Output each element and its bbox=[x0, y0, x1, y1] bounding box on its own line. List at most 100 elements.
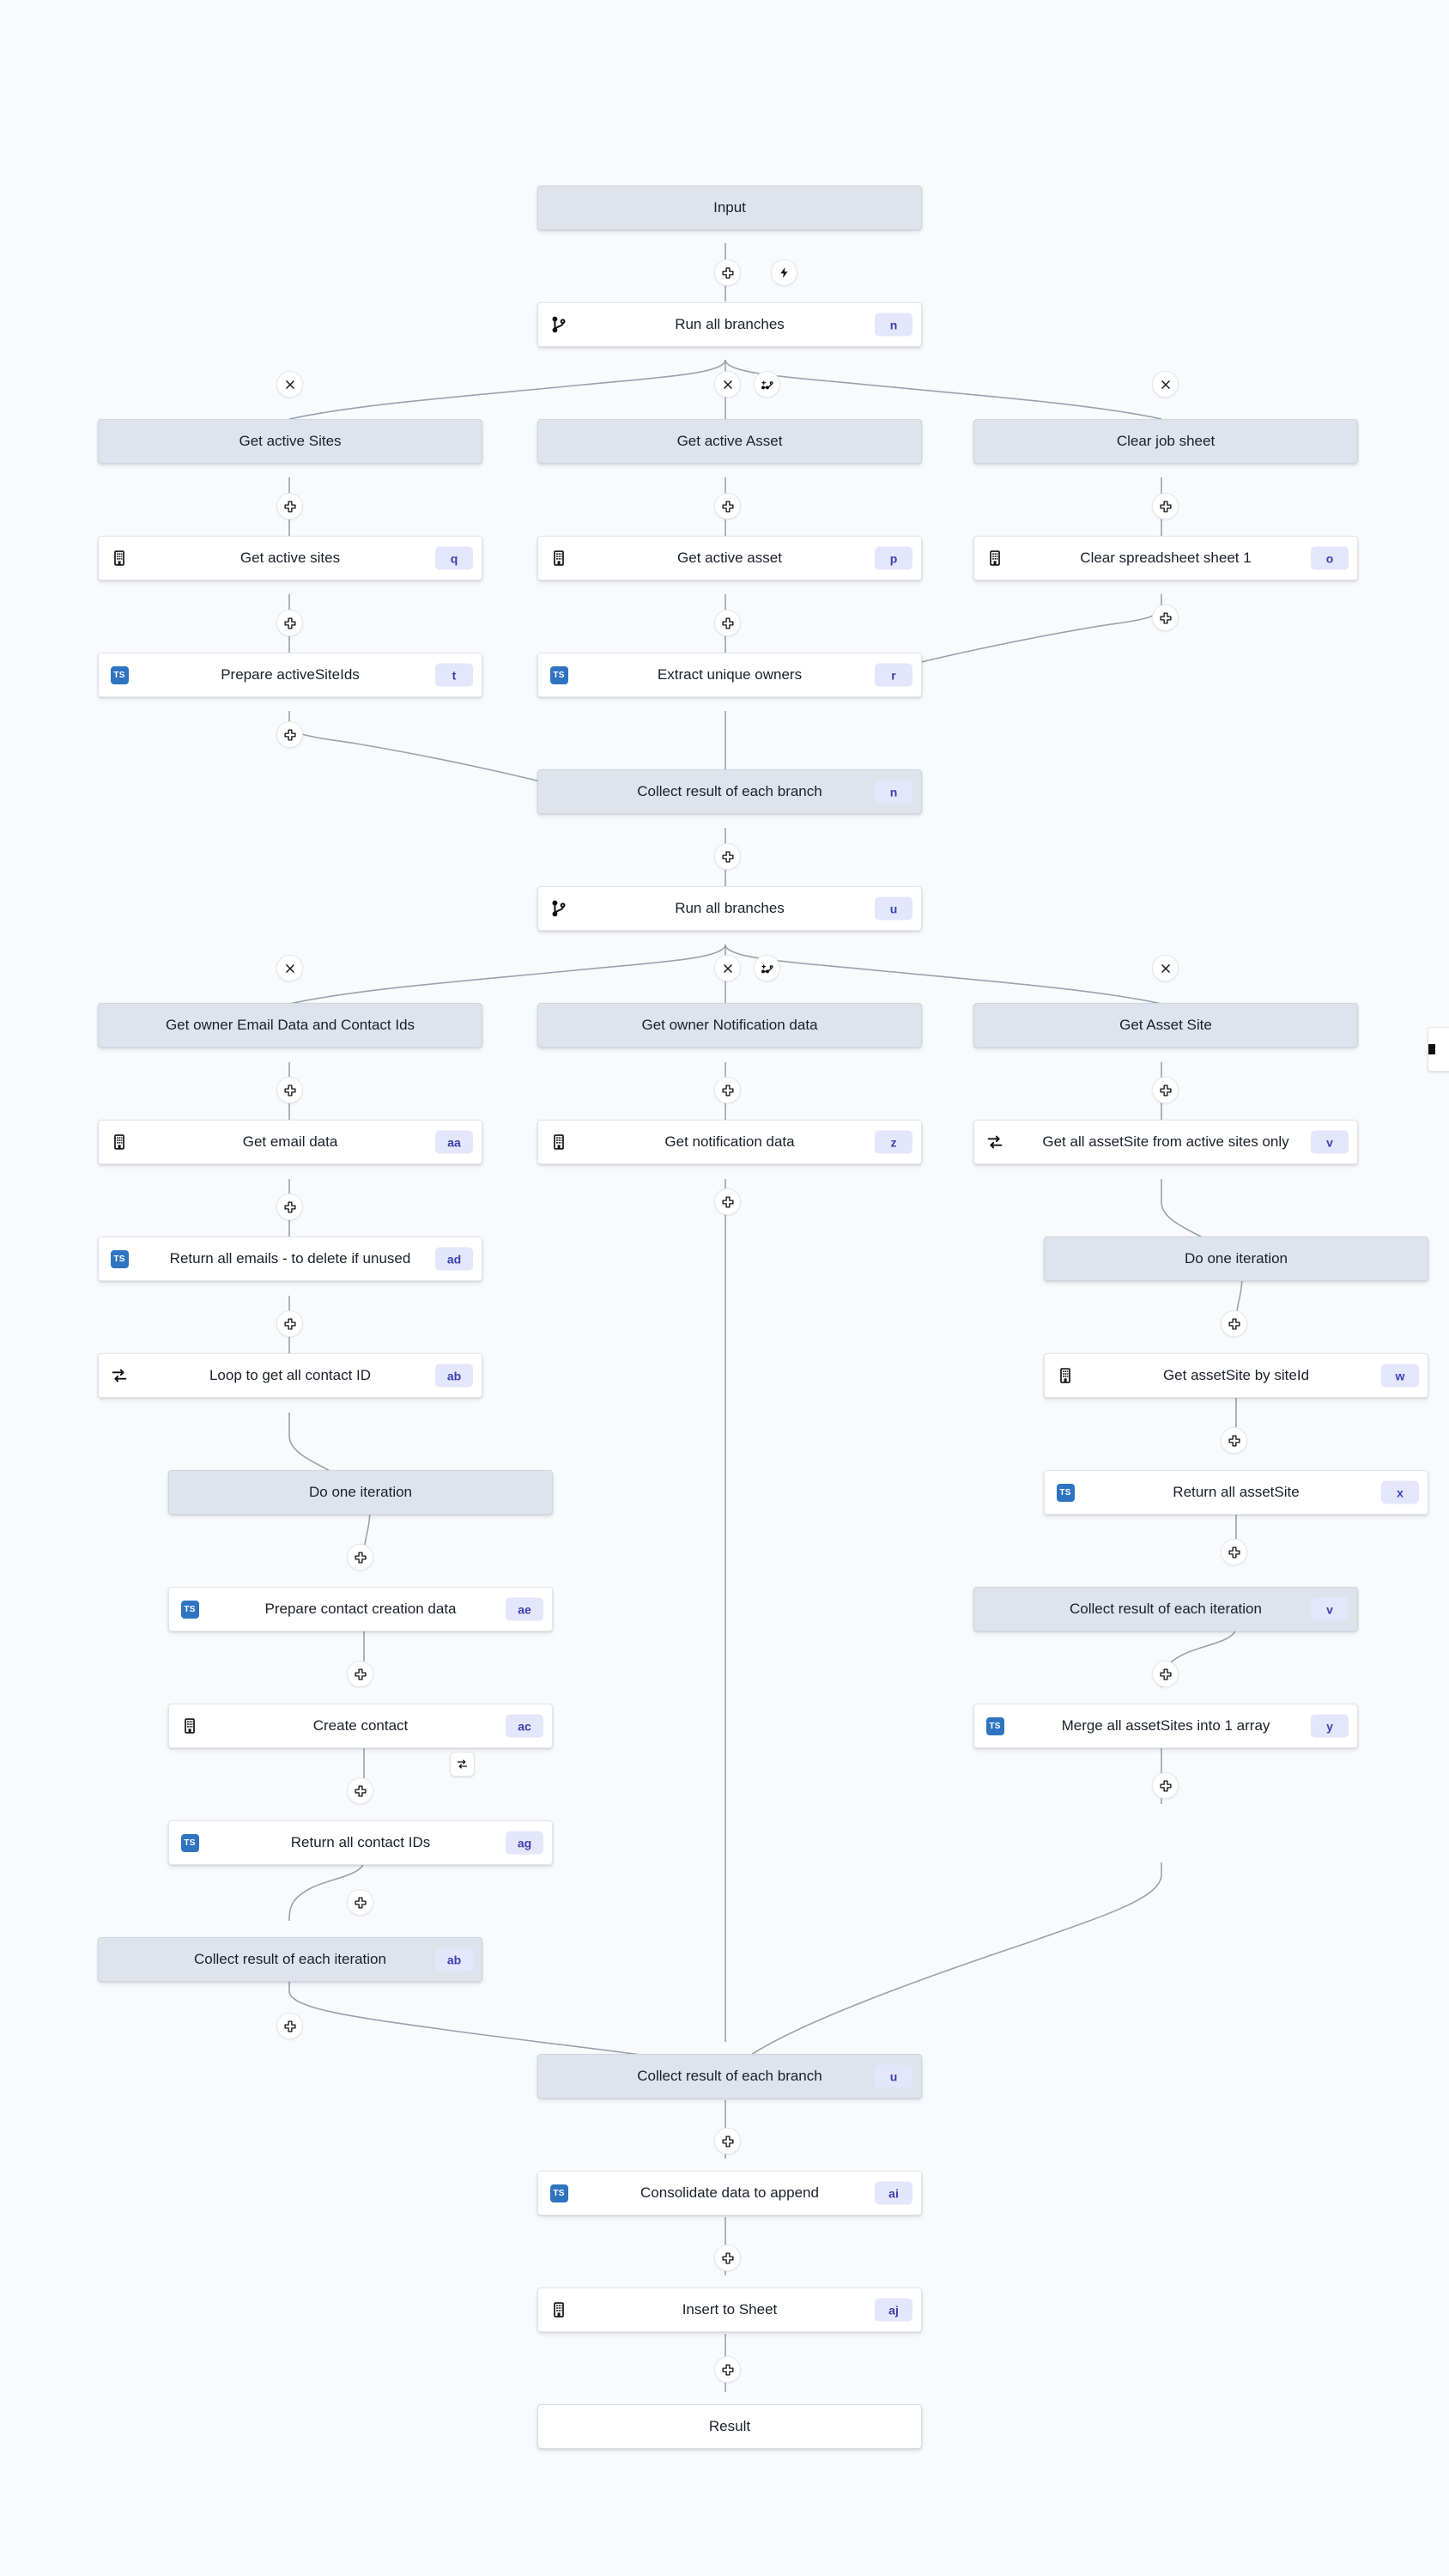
lightning-icon[interactable] bbox=[771, 259, 797, 286]
close-icon[interactable] bbox=[714, 955, 741, 981]
node-input[interactable]: Input bbox=[537, 185, 922, 230]
node-chip[interactable]: ac bbox=[506, 1714, 543, 1738]
add-node-icon[interactable] bbox=[276, 1310, 303, 1337]
add-node-icon[interactable] bbox=[1221, 1427, 1247, 1454]
node-chip[interactable]: ai bbox=[875, 2181, 912, 2205]
add-node-icon[interactable] bbox=[714, 2356, 741, 2383]
node-chip[interactable]: z bbox=[875, 1130, 912, 1154]
node-chip[interactable]: w bbox=[1381, 1364, 1419, 1388]
node-owner-email-h[interactable]: Get owner Email Data and Contact Ids bbox=[98, 1003, 482, 1048]
add-node-icon[interactable] bbox=[347, 1661, 373, 1687]
node-chip[interactable]: p bbox=[875, 546, 912, 570]
add-node-icon[interactable] bbox=[347, 1544, 373, 1571]
add-node-icon[interactable] bbox=[1152, 1077, 1179, 1103]
close-icon[interactable] bbox=[276, 371, 303, 398]
node-get-active-sites-h[interactable]: Get active Sites bbox=[98, 419, 482, 464]
add-node-icon[interactable] bbox=[276, 1194, 303, 1220]
close-icon[interactable] bbox=[714, 371, 741, 398]
node-chip[interactable]: t bbox=[435, 663, 473, 687]
add-node-icon[interactable] bbox=[714, 2128, 741, 2154]
typescript-icon: TS bbox=[1056, 1483, 1075, 1502]
node-result[interactable]: Result bbox=[537, 2404, 922, 2449]
node-get-all-assetsite[interactable]: Get all assetSite from active sites only… bbox=[973, 1120, 1358, 1164]
node-do-one-iter-right[interactable]: Do one iteration bbox=[1044, 1236, 1428, 1281]
add-node-icon[interactable] bbox=[714, 843, 741, 870]
add-node-icon[interactable] bbox=[276, 610, 303, 636]
node-chip[interactable]: ad bbox=[435, 1247, 473, 1271]
add-node-icon[interactable] bbox=[276, 721, 303, 748]
add-node-icon[interactable] bbox=[347, 1777, 373, 1804]
add-node-icon[interactable] bbox=[1152, 1661, 1179, 1687]
node-label: Collect result of each iteration bbox=[1070, 1601, 1262, 1617]
node-chip[interactable]: v bbox=[1311, 1597, 1349, 1621]
node-chip[interactable]: ab bbox=[435, 1947, 473, 1971]
add-node-icon[interactable] bbox=[714, 2245, 741, 2271]
add-node-icon[interactable] bbox=[714, 610, 741, 636]
node-chip[interactable]: q bbox=[435, 546, 473, 570]
node-chip[interactable]: ab bbox=[435, 1364, 473, 1388]
node-chip[interactable]: n bbox=[875, 313, 912, 337]
node-chip[interactable]: u bbox=[875, 2064, 912, 2088]
add-node-icon[interactable] bbox=[1152, 493, 1179, 519]
clipped-edge-node[interactable] bbox=[1428, 1027, 1449, 1072]
node-chip[interactable]: r bbox=[875, 663, 912, 687]
node-do-one-iter-left[interactable]: Do one iteration bbox=[168, 1470, 553, 1515]
node-chip[interactable]: o bbox=[1311, 546, 1349, 570]
add-node-icon[interactable] bbox=[714, 259, 741, 286]
add-node-icon[interactable] bbox=[1221, 1539, 1247, 1565]
node-clear-job-sheet-h[interactable]: Clear job sheet bbox=[973, 419, 1358, 464]
add-node-icon[interactable] bbox=[1152, 1772, 1179, 1799]
add-node-icon[interactable] bbox=[1221, 1310, 1247, 1337]
node-chip[interactable]: aa bbox=[435, 1130, 473, 1154]
add-node-icon[interactable] bbox=[714, 1188, 741, 1215]
node-chip[interactable]: aj bbox=[875, 2298, 912, 2322]
node-collect-iter-right[interactable]: Collect result of each iteration v bbox=[973, 1587, 1358, 1631]
node-get-active-asset-h[interactable]: Get active Asset bbox=[537, 419, 922, 464]
add-node-icon[interactable] bbox=[276, 2013, 303, 2039]
add-node-icon[interactable] bbox=[276, 1077, 303, 1103]
add-node-icon[interactable] bbox=[347, 1889, 373, 1916]
node-chip[interactable]: n bbox=[875, 780, 912, 804]
add-node-icon[interactable] bbox=[1152, 605, 1179, 631]
close-icon[interactable] bbox=[276, 955, 303, 981]
node-chip[interactable]: v bbox=[1311, 1130, 1349, 1154]
add-branch-icon[interactable] bbox=[754, 371, 780, 398]
node-chip[interactable]: u bbox=[875, 896, 912, 920]
add-branch-icon[interactable] bbox=[754, 955, 780, 981]
add-node-icon[interactable] bbox=[714, 493, 741, 519]
node-asset-site-h[interactable]: Get Asset Site bbox=[973, 1003, 1358, 1048]
add-node-icon[interactable] bbox=[714, 1077, 741, 1103]
close-icon[interactable] bbox=[1152, 371, 1179, 398]
node-chip[interactable]: y bbox=[1311, 1714, 1349, 1738]
node-owner-notif-h[interactable]: Get owner Notification data bbox=[537, 1003, 922, 1048]
close-icon[interactable] bbox=[1152, 955, 1179, 981]
node-chip[interactable]: ae bbox=[506, 1597, 543, 1621]
add-node-icon[interactable] bbox=[276, 493, 303, 519]
node-chip[interactable]: x bbox=[1381, 1480, 1419, 1504]
node-chip[interactable]: ag bbox=[506, 1831, 543, 1855]
retry-icon[interactable] bbox=[450, 1752, 475, 1777]
